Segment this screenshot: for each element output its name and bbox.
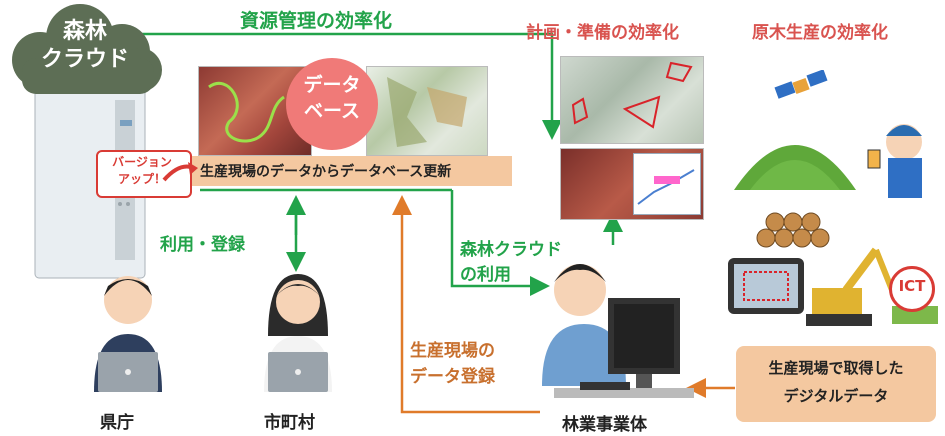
satellite-icon [774,70,828,99]
data-register-line1: 生産現場の [410,341,495,361]
forestry-worker-icon [542,264,694,398]
municipality-user-icon [264,274,332,392]
cloud-icon [12,4,162,94]
digital-data-box [736,346,936,422]
update-banner [190,156,512,186]
resource-management-title: 資源管理の効率化 [240,10,393,32]
production-title: 原木生産の効率化 [752,23,888,43]
version-up-line2: アップ！ [117,172,166,186]
cloud-label-line1: 森林 [62,19,107,44]
version-up-line1: バージョン [112,155,172,169]
cloud-use-label: 森林クラウド の利用 [460,238,562,288]
database-label-line1: データ [303,74,361,96]
mountain-icon [734,145,856,190]
version-up-text: バージョン アップ！ [98,154,186,188]
digital-data-label: 生産現場で取得した デジタルデータ [736,354,936,410]
ict-badge-label: ICT [898,277,926,295]
cloud-use-line2: の利用 [460,265,511,285]
digital-data-line1: 生産現場で取得した [768,359,904,377]
planning-title: 計画・準備の効率化 [526,23,679,43]
ict-badge [889,266,935,312]
version-up-arrow-icon [162,162,198,182]
update-banner-text: 生産現場のデータからデータベース更新 [200,164,452,180]
cloud-use-line1: 森林クラウド [460,240,562,260]
prefecture-user-icon [94,276,162,392]
digital-data-line2: デジタルデータ [783,387,889,405]
municipality-label: 市町村 [264,413,315,433]
planning-chart-panel [633,153,701,215]
tablet-icon [728,258,804,314]
data-register-label: 生産現場の データ登録 [410,338,495,390]
logs-icon [756,212,830,248]
version-up-badge [96,150,192,198]
database-label: データ ベース [286,72,378,124]
planning-map-bottom [560,148,704,220]
cloud-label: 森林 クラウド [30,18,140,74]
worker-phone-icon [867,124,922,198]
database-circle [286,58,378,150]
use-register-label: 利用・登録 [160,235,245,255]
forestry-business-label: 林業事業体 [562,415,647,435]
cloud-label-line2: クラウド [40,47,129,72]
database-label-line2: ベース [303,100,361,122]
prefecture-label: 県庁 [100,413,134,433]
planning-map-top [560,56,704,144]
resource-map-right [366,66,488,156]
data-register-line2: データ登録 [410,367,495,387]
